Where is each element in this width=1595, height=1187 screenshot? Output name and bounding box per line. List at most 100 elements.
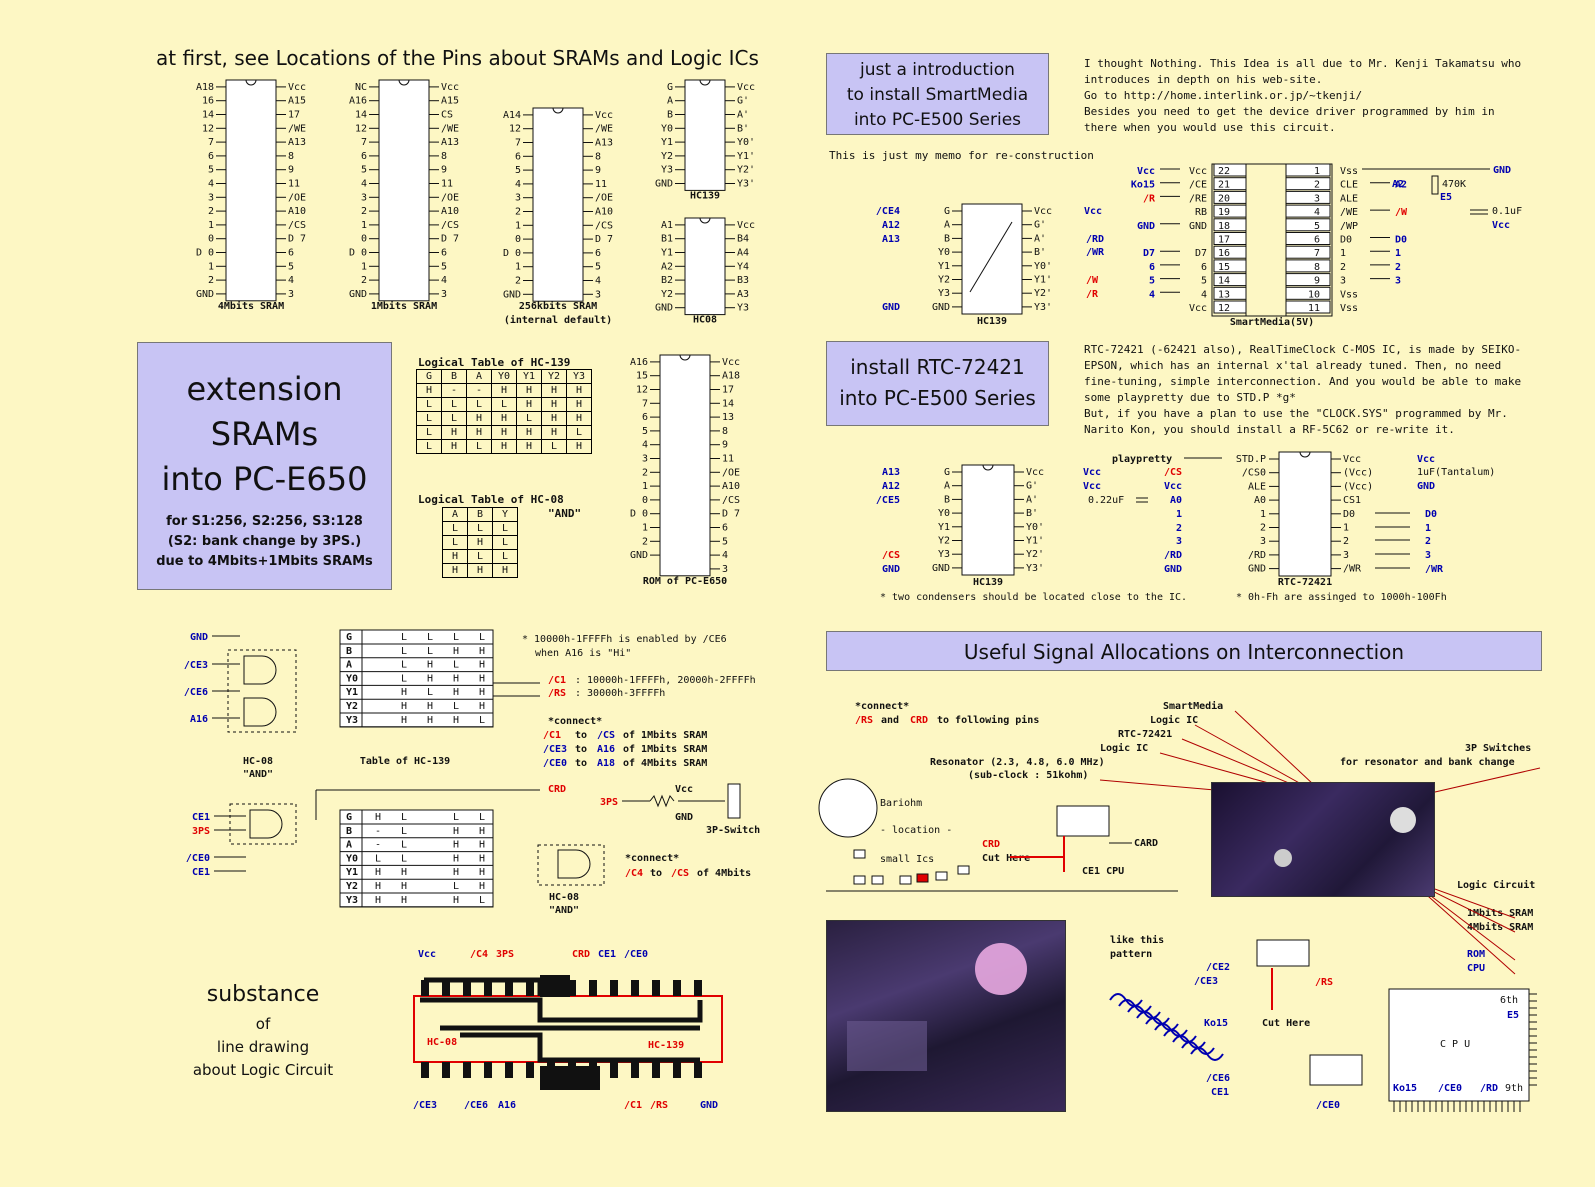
hc139-chip-pin-label: G — [667, 82, 673, 93]
smartmedia-pin-label: ALE — [1340, 193, 1358, 204]
pins-heading: at first, see Locations of the Pins abou… — [156, 46, 759, 70]
hc139-table-cell: H — [466, 425, 492, 440]
sram-256k-pin-label: 3 — [515, 193, 521, 204]
alloc-switches: 3P Switches — [1465, 742, 1531, 754]
sm-hc139-pin-label: Y0' — [1034, 261, 1052, 272]
rtc-input: /CS — [882, 550, 900, 561]
decoder-table-cell: L — [427, 687, 433, 698]
decoder-table-cell: H — [427, 715, 433, 726]
rtc-chip-pin-label: (Vcc) — [1343, 481, 1373, 492]
board-pad — [589, 980, 597, 996]
smartmedia-pad — [1213, 218, 1247, 232]
hc139-chip-pin-label: Vcc — [737, 82, 755, 93]
decoder2-hc08-box — [229, 803, 297, 845]
hc139-table-cell: H — [541, 425, 567, 440]
smartmedia-signal: Vcc — [1137, 166, 1155, 177]
sram-256k-pin-label: Vcc — [595, 110, 613, 121]
alloc-cpu-box — [1388, 988, 1530, 1102]
hc139-table-cell: H — [416, 383, 442, 398]
rtc-left-signal: GND — [1164, 564, 1182, 575]
sram-4m-pin-label: 16 — [202, 96, 214, 107]
decoder2-table-row-label: Y3 — [346, 895, 358, 906]
hc08-table-cell: H — [442, 549, 468, 564]
decoder-table-cell: H — [479, 701, 485, 712]
hc139-table-cell: L — [516, 411, 542, 426]
hc08-chip-caption: HC08 — [693, 315, 717, 326]
hc08-table-cell: L — [492, 535, 518, 550]
rtc-input: A13 — [882, 467, 900, 478]
board-pad — [547, 980, 555, 996]
intro-paragraph-line: Go to http://home.interlink.or.jp/~tkenj… — [1084, 89, 1363, 102]
rtc-chip-pin-label: /RD — [1248, 550, 1266, 561]
rtc-chip-caption: RTC-72421 — [1278, 577, 1332, 588]
hc139-table-header-cell: Y1 — [516, 369, 542, 384]
decoder2-table-row-label: G — [346, 812, 352, 823]
decoder2-table-cell: H — [375, 881, 381, 892]
decoder2-out-box — [537, 844, 605, 886]
alloc-logic-circuit: Logic Circuit — [1457, 879, 1535, 891]
smartmedia-pin-label: 1 — [1340, 248, 1346, 259]
extension-title-2: SRAMs — [210, 415, 319, 453]
hc08-chip-pin-label: GND — [655, 303, 673, 314]
smartmedia-caption: SmartMedia(5V) — [1230, 316, 1314, 328]
rtc-left-signal: A0 — [1170, 495, 1182, 506]
decoder2-and-gate — [249, 809, 283, 839]
decoder-table-cell: H — [453, 687, 459, 698]
sram-4m-pin-label: Vcc — [288, 82, 306, 93]
sram-1m-pin-label: A16 — [349, 96, 367, 107]
intro-paragraph-line: introduces in depth on his web-site. — [1084, 73, 1323, 86]
smartmedia-signal: 6 — [1149, 262, 1155, 273]
hc139-chip-pin-label: A' — [737, 110, 749, 121]
rom-chip-pin-label: 7 — [642, 398, 648, 409]
rtc-playpretty: playpretty — [1112, 454, 1172, 465]
rom-chip-pin-label: 2 — [642, 467, 648, 478]
smartmedia-signal: 5 — [1149, 276, 1155, 287]
sram-256k-pin-label: 4 — [515, 179, 521, 190]
hc08-table-note: "AND" — [548, 507, 582, 520]
board-bottom-label: /RS — [650, 1100, 668, 1111]
smartmedia-pin-label: D7 — [1195, 248, 1207, 259]
sm-hc139-diagonal — [969, 221, 1013, 293]
hc08-chip-pin-label: B3 — [737, 275, 749, 286]
smartmedia-pad — [1285, 218, 1331, 232]
sm-hc139-input: A13 — [882, 234, 900, 245]
smartmedia-pin-number: 14 — [1218, 276, 1230, 287]
smartmedia-pad — [1213, 300, 1247, 314]
sram-1m-pin-label: 14 — [355, 110, 367, 121]
hc139-table-cell: H — [566, 397, 592, 412]
hc139-table-header-cell: G — [416, 369, 442, 384]
alloc-rs-2: /RS — [1315, 977, 1333, 988]
sram-4m-pin-label: 9 — [288, 165, 294, 176]
board-top-label: CRD — [572, 949, 590, 960]
hc139-table-cell: L — [416, 439, 442, 454]
smartmedia-center — [1245, 163, 1287, 317]
sram-256k-pin-label: D 0 — [503, 248, 521, 259]
rtc-chip-pin-label: D0 — [1343, 509, 1355, 520]
sram-1m-pin-label: A15 — [441, 96, 459, 107]
alloc-cut-here: Cut Here — [982, 853, 1030, 864]
decoder2-table-cell: H — [375, 812, 381, 823]
hc08-table-cell: H — [467, 535, 493, 550]
decoder2-table-cell: H — [479, 867, 485, 878]
decoder2-table-cell: L — [453, 812, 459, 823]
small-ic — [853, 875, 866, 885]
rtc-note-1: * two condensers should be located close… — [880, 592, 1187, 603]
smartmedia-pad — [1213, 286, 1247, 300]
hc08-chip-body — [684, 217, 726, 316]
rom-chip-pin-label: 17 — [722, 385, 734, 396]
rtc-hc139-pin-label: B' — [1026, 508, 1038, 519]
smartmedia-pad — [1213, 177, 1247, 191]
sm-hc139-output: /W — [1086, 275, 1099, 286]
small-ic — [871, 875, 884, 885]
rtc-hc139-pin-label: GND — [932, 563, 950, 574]
hc08-table-cell: H — [467, 563, 493, 578]
alloc-cpu-rd: /RD — [1480, 1083, 1498, 1094]
decoder-connect-desc: of 1Mbits SRAM — [623, 729, 707, 741]
sram-4m-pin-label: 3 — [208, 192, 214, 203]
sram-4m-pin-label: 5 — [288, 261, 294, 272]
sram-256k-pin-label: 4 — [595, 276, 601, 287]
